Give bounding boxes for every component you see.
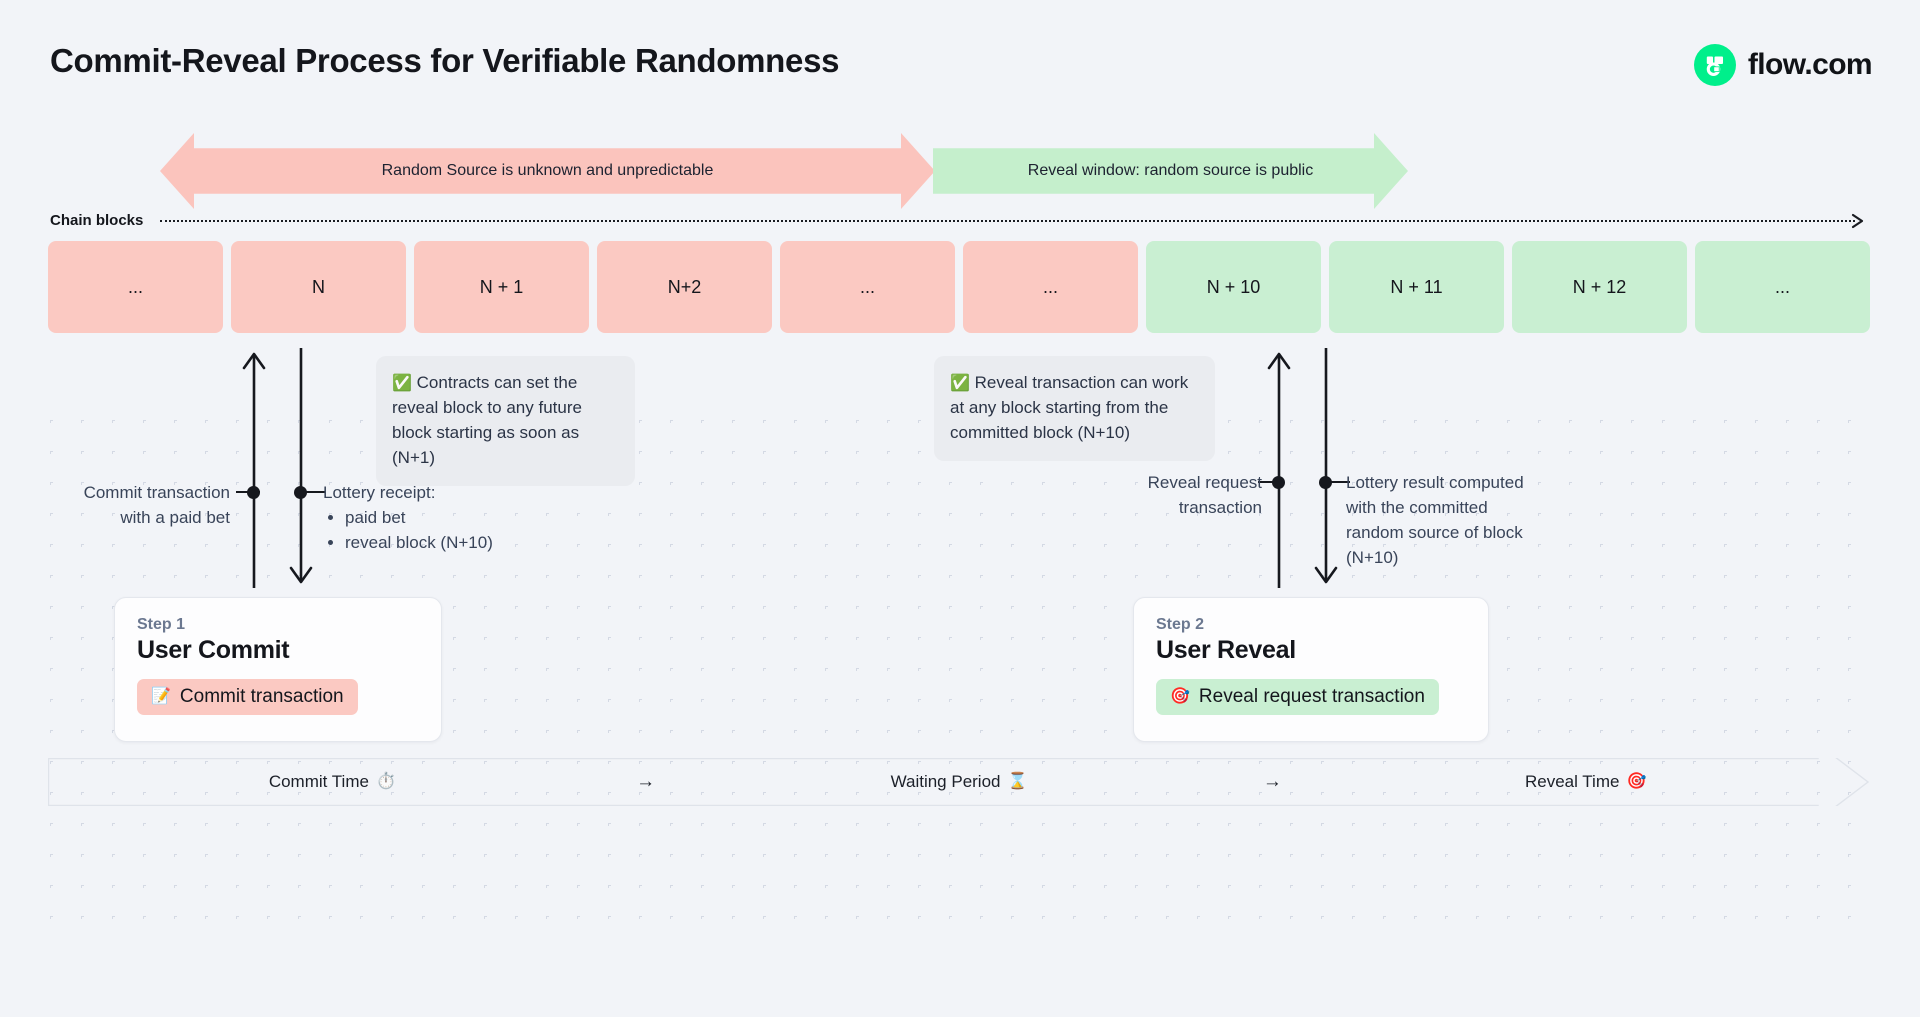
timeline-separator-icon: → xyxy=(1262,771,1282,792)
result-connector-stub xyxy=(1326,481,1350,484)
chain-block-label: ... xyxy=(859,276,875,297)
label-commit-transaction: Commit transaction with a paid bet xyxy=(83,483,230,527)
receipt-connector-dot xyxy=(294,486,307,499)
chain-block[interactable]: N + 12 xyxy=(1512,241,1687,333)
reveal-connector-stub xyxy=(1258,481,1282,484)
chain-block[interactable]: ... xyxy=(963,241,1138,333)
brand-logo: flow.com xyxy=(1693,44,1873,86)
flow-logo-icon xyxy=(1693,44,1736,86)
timeline-arrow-outline xyxy=(48,758,1870,806)
chain-block[interactable]: ... xyxy=(1695,241,1870,333)
page-title: Commit-Reveal Process for Verifiable Ran… xyxy=(50,42,840,79)
result-down-arrow-icon xyxy=(1314,348,1338,584)
timeline-commit-label: Commit Time xyxy=(268,772,369,791)
chain-block-label: N + 11 xyxy=(1390,276,1443,297)
chain-block-label: ... xyxy=(1042,276,1058,297)
hourglass-icon: ⌛ xyxy=(1007,773,1028,790)
chain-block[interactable]: N+2 xyxy=(597,241,772,333)
chain-block[interactable]: ... xyxy=(780,241,955,333)
lottery-receipt-list: paid bet reveal block (N+10) xyxy=(323,505,553,555)
commit-up-arrow-icon xyxy=(242,352,266,588)
label-reveal-request-transaction: Reveal request transaction xyxy=(1147,473,1262,517)
chain-block[interactable]: N + 1 xyxy=(414,241,589,333)
note-reveal-transaction: ✅ Reveal transaction can work at any blo… xyxy=(934,356,1215,461)
reveal-connector-dot xyxy=(1272,476,1285,489)
chain-block-label: ... xyxy=(127,276,143,297)
chain-block-label: N + 12 xyxy=(1572,276,1627,297)
timeline-reveal-label: Reveal Time xyxy=(1524,772,1620,791)
chain-block[interactable]: N + 10 xyxy=(1146,241,1321,333)
banner-unknown-label: Random Source is unknown and unpredictab… xyxy=(381,162,714,179)
commit-connector-dot xyxy=(247,486,260,499)
lottery-receipt-title: Lottery receipt: xyxy=(323,483,436,502)
chain-block[interactable]: N + 11 xyxy=(1329,241,1504,333)
banner-random-source-unknown: Random Source is unknown and unpredictab… xyxy=(160,133,935,209)
chain-block-label: N+2 xyxy=(667,276,702,297)
note-reveal-text: Reveal transaction can work at any block… xyxy=(950,373,1189,442)
chain-axis-arrow-icon xyxy=(1851,213,1864,229)
chain-block-label: N + 10 xyxy=(1206,276,1261,297)
chain-blocks-row: ... N N + 1 N+2 ... ... N + 10 N + 11 N … xyxy=(48,241,1870,333)
timeline-separator-icon: → xyxy=(636,771,656,792)
memo-icon: 📝 xyxy=(151,688,171,705)
note-commit-reveal-block: ✅ Contracts can set the reveal block to … xyxy=(376,356,635,486)
reveal-request-pill[interactable]: 🎯 Reveal request transaction xyxy=(1156,679,1439,715)
commit-transaction-pill-label: Commit transaction xyxy=(179,686,344,707)
step-card-user-commit[interactable]: Step 1 User Commit 📝 Commit transaction xyxy=(114,597,442,742)
list-item: reveal block (N+10) xyxy=(345,530,553,555)
chain-block[interactable]: N xyxy=(231,241,406,333)
reveal-up-arrow-icon xyxy=(1267,352,1291,588)
receipt-down-arrow-icon xyxy=(289,348,313,584)
timeline-waiting-label: Waiting Period xyxy=(890,772,1001,791)
target-icon: 🎯 xyxy=(1170,688,1190,705)
timeline-segment-commit: Commit Time ⏱️ xyxy=(48,772,617,792)
chain-block[interactable]: ... xyxy=(48,241,223,333)
brand-wordmark: flow.com xyxy=(1747,48,1873,81)
timeline-bar: Commit Time ⏱️ → Waiting Period ⌛ → Reve… xyxy=(48,758,1870,806)
result-connector-dot xyxy=(1319,476,1332,489)
step2-title: User Reveal xyxy=(1156,636,1296,664)
note-commit-text: Contracts can set the reveal block to an… xyxy=(392,373,582,467)
chain-block-label: ... xyxy=(1774,276,1790,297)
label-lottery-result: Lottery result computed with the committ… xyxy=(1346,473,1524,567)
label-lottery-receipt: Lottery receipt: paid bet reveal block (… xyxy=(323,480,553,555)
chain-blocks-label: Chain blocks xyxy=(50,212,144,229)
banner-reveal-label: Reveal window: random source is public xyxy=(1027,162,1314,179)
timeline-segment-reveal: Reveal Time 🎯 xyxy=(1301,772,1870,792)
target-icon: 🎯 xyxy=(1626,773,1647,790)
stopwatch-icon: ⏱️ xyxy=(375,773,396,790)
commit-transaction-pill[interactable]: 📝 Commit transaction xyxy=(137,679,358,715)
step2-kicker: Step 2 xyxy=(1156,616,1205,633)
chain-block-label: N xyxy=(312,276,325,297)
step1-kicker: Step 1 xyxy=(137,616,186,633)
chain-block-label: N + 1 xyxy=(479,276,524,297)
check-mark-icon: ✅ xyxy=(950,375,970,392)
step-card-user-reveal[interactable]: Step 2 User Reveal 🎯 Reveal request tran… xyxy=(1133,597,1489,742)
timeline-segment-waiting: Waiting Period ⌛ xyxy=(675,772,1244,792)
banner-reveal-window: Reveal window: random source is public xyxy=(933,133,1408,209)
chain-axis-line xyxy=(160,220,1855,224)
check-mark-icon: ✅ xyxy=(392,375,412,392)
receipt-connector-stub xyxy=(301,491,325,494)
list-item: paid bet xyxy=(345,505,553,530)
step1-title: User Commit xyxy=(137,636,290,664)
reveal-request-pill-label: Reveal request transaction xyxy=(1198,686,1425,707)
